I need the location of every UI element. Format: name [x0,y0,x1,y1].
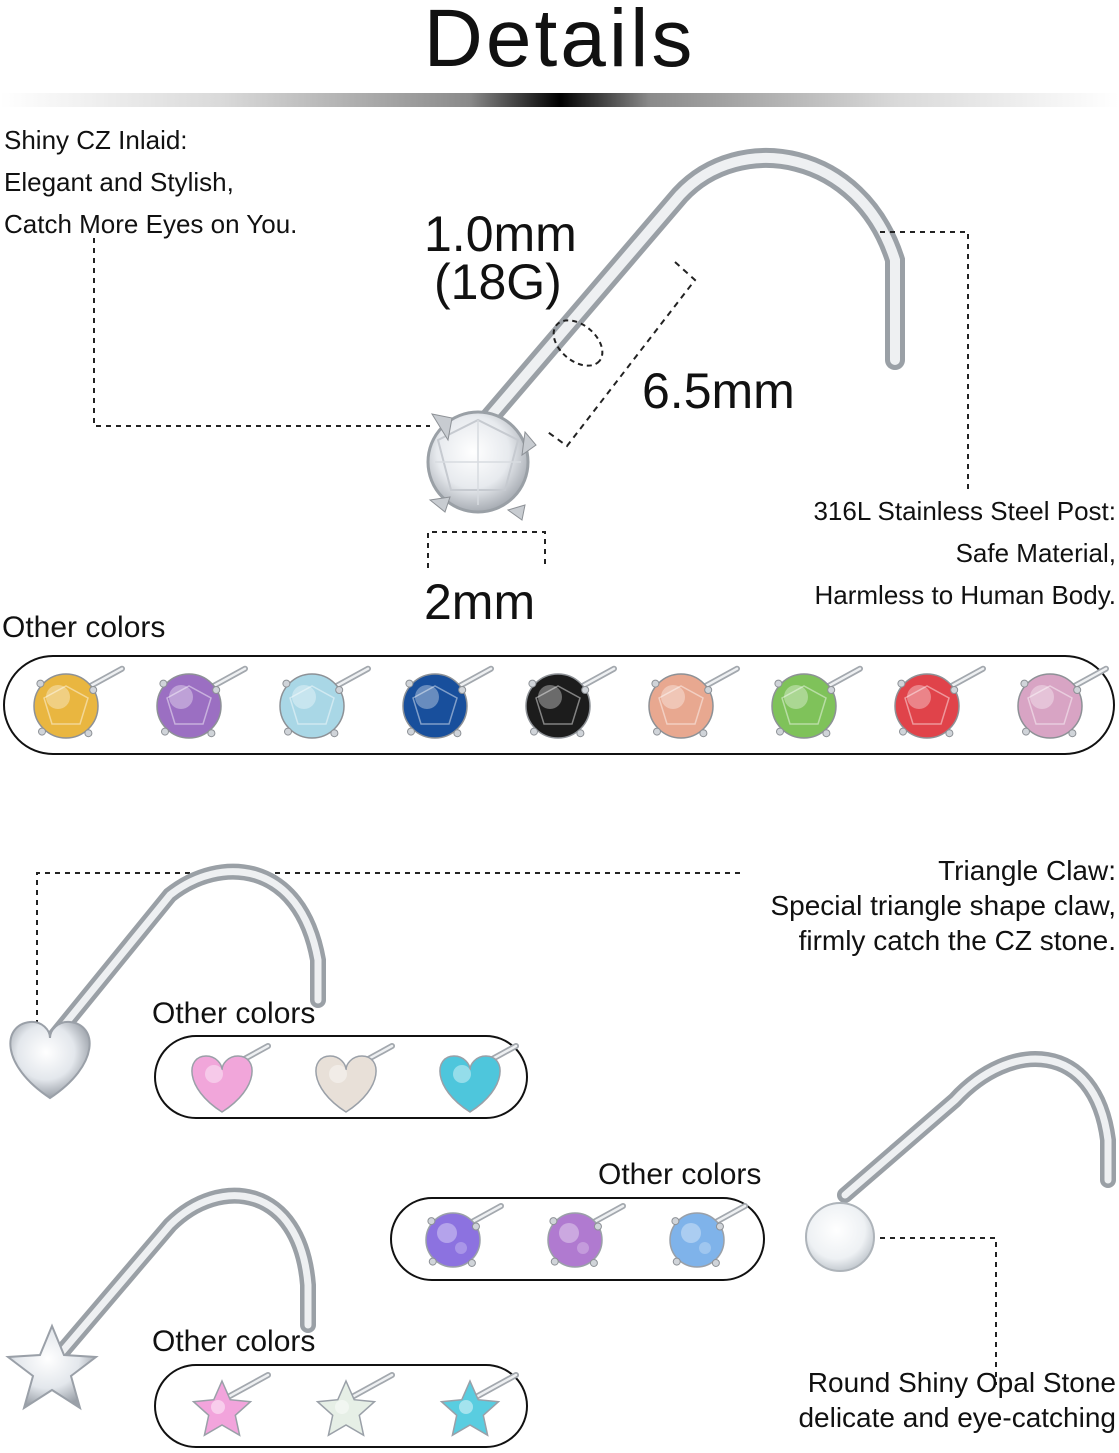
gem-champagne [648,673,714,739]
heart-other-colors-label: Other colors [152,997,316,1030]
gem-pink-heart [191,1055,253,1113]
gauge-g-label: (18G) [434,254,562,310]
opal-heading: Round Shiny Opal Stone [807,1367,1116,1398]
stone-size-label: 2mm [424,574,536,630]
round-gem-color-row [33,665,1109,739]
gem-pink-opal [547,1212,603,1268]
gem-ab-heart [315,1055,377,1113]
cz-inlaid-line3: Catch More Eyes on You. [4,209,298,239]
triangle-claw-line3: firmly catch the CZ stone. [798,925,1116,956]
cz-inlaid-line2: Elegant and Stylish, [4,167,234,197]
steel-post-line3: Harmless to Human Body. [814,580,1116,610]
gem-yellow [33,673,99,739]
gem-pink [1017,673,1083,739]
title-divider [0,93,1119,107]
steel-post-heading: 316L Stainless Steel Post: [813,496,1116,526]
main-nose-stud-illustration [93,148,969,568]
opal-other-colors-label: Other colors [598,1158,762,1191]
star-clear-stone [5,1323,99,1411]
gem-pink-star [191,1379,253,1437]
gem-aqua-star [439,1379,501,1437]
heart-gem-color-row [191,1043,519,1113]
heart-clear-stone [9,1020,91,1100]
white-opal-stone [805,1202,875,1272]
steel-post-line2: Safe Material, [955,538,1116,568]
length-label: 6.5mm [642,363,795,419]
page-title: Details [423,0,696,84]
styles-illustration [5,863,1116,1411]
star-gem-color-row [191,1372,519,1437]
triangle-claw-line2: Special triangle shape claw, [770,890,1116,921]
triangle-claw-heading: Triangle Claw: [938,855,1116,886]
gem-black [525,673,591,739]
gem-purple [156,673,222,739]
gauge-mm-label: 1.0mm [424,206,577,262]
other-colors-label: Other colors [2,611,166,644]
gem-red [894,673,960,739]
gem-aqua-heart [439,1055,501,1113]
gem-aurora [279,673,345,739]
gem-blue-opal [669,1212,725,1268]
gem-green [771,673,837,739]
gem-purple-opal [425,1212,481,1268]
gem-blue [402,673,468,739]
cz-inlaid-heading: Shiny CZ Inlaid: [4,125,188,155]
gem-ab-star [315,1379,377,1437]
opal-line2: delicate and eye-catching [798,1402,1116,1433]
star-other-colors-label: Other colors [152,1325,316,1358]
opal-gem-color-row [425,1203,748,1268]
